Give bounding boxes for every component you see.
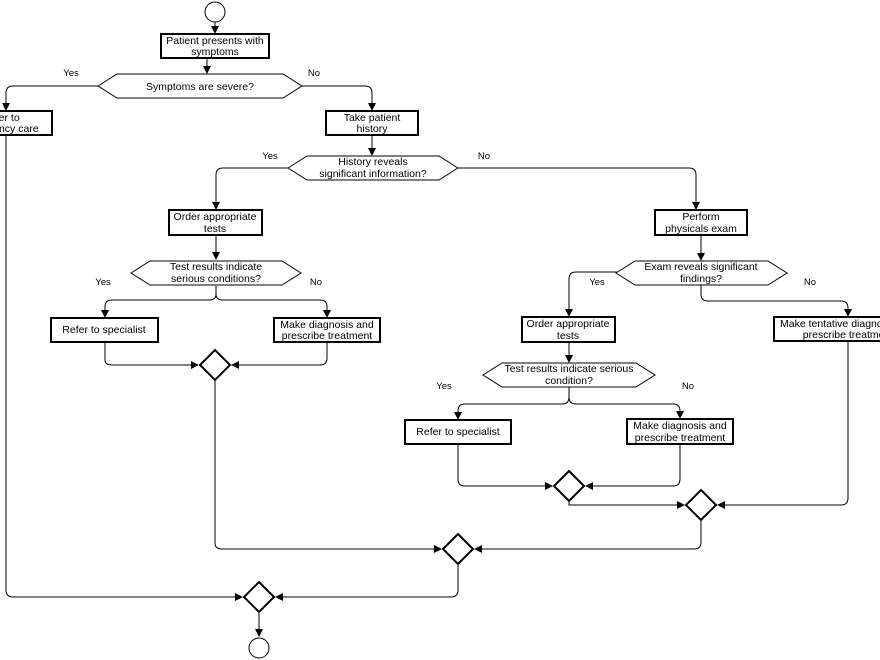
decision-label-line-1: Test results indicate [170, 261, 262, 273]
decision-label: Symptoms are severe? [146, 81, 254, 93]
merge-diamond-left [198, 348, 232, 382]
process-label-line-2: prescribe treatment [803, 329, 880, 341]
decision-label-line-2: findings? [680, 273, 722, 285]
decision-label-line-1: Test results indicate serious [505, 363, 634, 375]
edge-label-no: No [478, 151, 490, 162]
process-refer-emergency: Refer to emergency care [0, 110, 53, 136]
process-label-line-1: Patient presents with [166, 35, 264, 47]
decision-test-results-right: Test results indicate serious condition? [482, 362, 656, 388]
edge-label-no: No [804, 277, 816, 288]
process-label-line-1: Perform [682, 211, 720, 223]
process-label-line-1: Make diagnosis and [633, 420, 727, 432]
process-label-line-2: emergency care [0, 123, 39, 135]
edge-label-yes: Yes [95, 277, 111, 288]
process-label: Refer to specialist [416, 426, 500, 438]
process-label-line-2: prescribe treatment [635, 432, 726, 444]
decision-label-line-2: significant information? [319, 168, 427, 180]
decision-label-line-2: condition? [545, 375, 593, 387]
edge-label-no: No [308, 68, 320, 79]
process-label-line-2: physicals exam [665, 223, 737, 235]
decision-history-reveals: History reveals significant information? [287, 155, 459, 181]
process-patient-presents: Patient presents with symptoms [160, 33, 270, 59]
decision-test-results-left: Test results indicate serious conditions… [130, 260, 302, 286]
process-label-line-1: Make tentative diagnosis and [780, 318, 880, 330]
decision-label-line-1: Exam reveals significant [644, 261, 757, 273]
edge-label-no: No [682, 381, 694, 392]
process-label-line-2: tests [204, 223, 226, 235]
edge-labels: Yes No Yes No Yes No Yes No Yes No [63, 68, 816, 392]
decision-label-line-2: serious conditions? [171, 273, 261, 285]
decision-symptoms-severe: Symptoms are severe? [97, 73, 303, 99]
merge-diamond-main [441, 532, 475, 566]
process-perform-exam: Perform physicals exam [654, 209, 748, 236]
decision-exam-reveals: Exam reveals significant findings? [615, 260, 788, 286]
process-label-line-1: Order appropriate [527, 318, 610, 330]
process-label-line-2: prescribe treatment [282, 330, 373, 342]
merge-diamond-inner-right [552, 469, 586, 503]
edge-label-yes: Yes [436, 381, 452, 392]
process-diagnosis-left: Make diagnosis and prescribe treatment [273, 317, 381, 343]
process-order-tests-left: Order appropriate tests [168, 209, 263, 236]
decision-label-line-1: History reveals [338, 156, 407, 168]
process-label-line-1: Make diagnosis and [280, 319, 374, 331]
process-label-line-2: symptoms [191, 46, 239, 58]
merge-diamond-right [684, 488, 718, 522]
edge-label-no: No [310, 277, 322, 288]
process-refer-specialist-right: Refer to specialist [404, 419, 512, 445]
edge-label-yes: Yes [589, 277, 605, 288]
process-tentative-diagnosis: Make tentative diagnosis and prescribe t… [773, 316, 880, 342]
process-label-line-2: tests [557, 330, 579, 342]
process-label: Refer to specialist [62, 324, 146, 336]
edge-label-yes: Yes [63, 68, 79, 79]
process-label-line-1: Refer to [0, 112, 20, 124]
process-label-line-1: Order appropriate [174, 211, 257, 223]
merge-diamond-final [242, 580, 276, 614]
process-order-tests-right: Order appropriate tests [521, 316, 616, 343]
process-take-history: Take patient history [325, 110, 419, 136]
connectors [2, 22, 852, 637]
process-label-line-2: history [357, 123, 389, 135]
edge-label-yes: Yes [262, 151, 278, 162]
end-node [248, 637, 270, 659]
process-diagnosis-right: Make diagnosis and prescribe treatment [626, 418, 734, 445]
process-refer-specialist-left: Refer to specialist [50, 317, 159, 343]
start-node [204, 1, 226, 23]
process-label-line-1: Take patient [344, 112, 401, 124]
